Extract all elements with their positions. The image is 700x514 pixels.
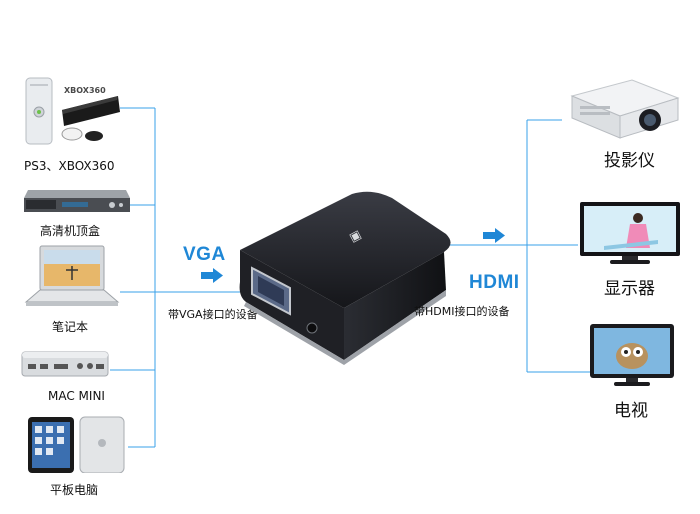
mac-mini-icon [20,348,110,380]
input-subtitle: 带VGA接口的设备 [168,308,258,321]
source-label-stb: 高清机顶盒 [40,224,101,238]
tablet-icon [26,415,126,474]
target-label-tv: 电视 [614,401,648,421]
source-label-console: PS3、XBOX360 [24,159,115,173]
input-title: VGA [183,244,226,265]
target-label-projector: 投影仪 [604,151,655,171]
vga-to-hdmi-adapter-icon: ▣ [232,190,458,365]
source-label-laptop: 笔记本 [52,320,89,334]
output-title: HDMI [469,272,520,293]
laptop-icon [22,244,122,310]
projector-icon [562,76,682,144]
target-label-monitor: 显示器 [604,279,655,299]
source-label-tablet: 平板电脑 [50,483,99,497]
source-label-macmini: MAC MINI [48,389,105,403]
game-console-icon: XBOX360 [22,72,122,148]
tv-icon [588,322,676,388]
xbox360-badge: XBOX360 [64,86,106,95]
monitor-icon [578,200,682,266]
set-top-box-icon [22,188,132,216]
output-subtitle: 带HDMI接口的设备 [414,305,510,318]
